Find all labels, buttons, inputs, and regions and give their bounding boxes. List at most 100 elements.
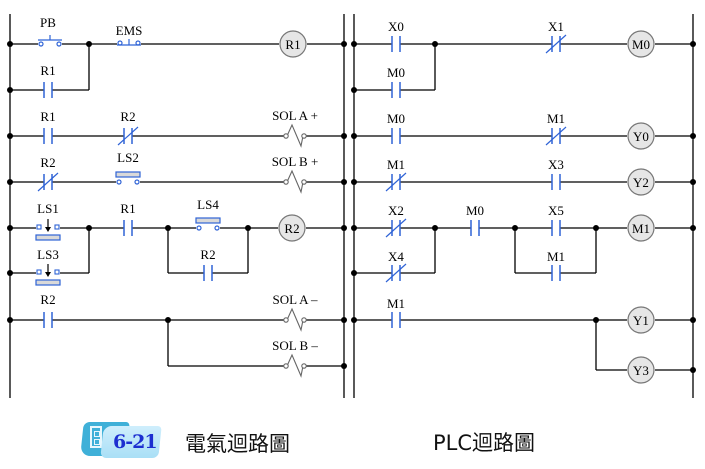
y2-coil <box>627 168 655 196</box>
junction-dot <box>351 317 357 323</box>
wire-gap <box>392 88 400 92</box>
junction-dot <box>690 317 696 323</box>
ls3-label: LS3 <box>37 247 59 262</box>
wire-gap <box>285 180 305 184</box>
terminal <box>301 317 307 323</box>
wire-gap <box>392 42 400 46</box>
junction-dot <box>7 270 13 276</box>
x3-label: X3 <box>548 157 564 172</box>
terminal <box>134 179 140 185</box>
terminal <box>214 225 220 231</box>
junction-dot <box>341 363 347 369</box>
junction-dot <box>351 270 357 276</box>
junction-dot <box>341 41 347 47</box>
r1-seal-label: R1 <box>40 63 55 78</box>
r2-seal-contact <box>203 265 213 281</box>
junction-dot <box>690 367 696 373</box>
m1-label: M1 <box>387 296 405 311</box>
r2-nc-contact <box>37 172 59 192</box>
wire-gap <box>471 226 479 230</box>
arrow-head <box>45 272 51 277</box>
junction-dot <box>341 317 347 323</box>
terminal <box>36 224 42 230</box>
r2-nc-label: R2 <box>40 155 55 170</box>
solenoid-zigzag <box>286 169 304 194</box>
junction-dot <box>351 41 357 47</box>
m1-seal-contact <box>551 265 561 281</box>
m0-contact <box>391 128 401 144</box>
y2-coil-label: Y2 <box>633 175 649 190</box>
electrical-caption: 電氣迴路圖 <box>185 432 290 456</box>
y3-coil <box>627 356 655 384</box>
x4-nc-contact <box>385 263 407 283</box>
y1-coil-label: Y1 <box>633 313 649 328</box>
actuator-block <box>115 171 141 178</box>
y0-coil <box>627 122 655 150</box>
contact-slash <box>385 263 407 283</box>
m1-nc-label: M1 <box>387 157 405 172</box>
contact-slash <box>37 172 59 192</box>
r1-seal-contact <box>43 82 53 98</box>
sol-a-plus-label: SOL A + <box>272 108 318 123</box>
r2-nc-contact <box>117 126 139 146</box>
m1-nc-contact <box>545 126 567 146</box>
junction-dot <box>341 179 347 185</box>
junction-dot <box>341 225 347 231</box>
junction-dot <box>690 179 696 185</box>
x1-label: X1 <box>548 19 564 34</box>
pb-label: PB <box>40 15 56 30</box>
ls1-limit-switch <box>35 219 61 241</box>
terminal <box>283 179 289 185</box>
y3-coil-label: Y3 <box>633 363 649 378</box>
ls4-label: LS4 <box>197 197 219 212</box>
wire-gap <box>38 42 62 46</box>
ls2-label: LS2 <box>117 150 139 165</box>
contact-slash <box>117 126 139 146</box>
junction-dot <box>7 41 13 47</box>
m0-label: M0 <box>387 111 405 126</box>
sol-b-plus <box>283 169 307 194</box>
x2-label: X2 <box>388 203 404 218</box>
wire-gap <box>552 271 560 275</box>
r1-label: R1 <box>40 109 55 124</box>
m1-contact <box>391 312 401 328</box>
r1-contact <box>43 128 53 144</box>
wire-gap <box>392 134 400 138</box>
actuator-block <box>35 279 61 286</box>
junction-dot <box>351 225 357 231</box>
terminal <box>54 224 60 230</box>
x3-contact <box>551 174 561 190</box>
x0-contact <box>391 36 401 52</box>
m1-nc-label: M1 <box>547 111 565 126</box>
terminal <box>36 269 42 275</box>
sol-b-minus-label: SOL B – <box>272 338 318 353</box>
junction-dot <box>7 87 13 93</box>
ls3-limit-switch <box>35 264 61 286</box>
junction-dot <box>351 179 357 185</box>
wire-gap <box>285 364 305 368</box>
junction-dot <box>7 133 13 139</box>
junction-dot <box>7 225 13 231</box>
sol-a-minus-label: SOL A – <box>272 292 318 307</box>
terminal <box>301 179 307 185</box>
wire-gap <box>44 318 52 322</box>
junction-dot <box>7 317 13 323</box>
actuator-block <box>35 234 61 241</box>
sol-a-minus <box>283 307 307 332</box>
junction-dot <box>690 225 696 231</box>
pb-pushbutton <box>38 35 62 47</box>
figure-number: 6-21 <box>113 431 158 453</box>
solenoid-zigzag <box>286 353 304 378</box>
r2-coil <box>278 214 306 242</box>
terminal <box>54 269 60 275</box>
m0-contact <box>470 220 480 236</box>
terminal <box>116 179 122 185</box>
r2-nc-label: R2 <box>120 109 135 124</box>
terminal <box>283 363 289 369</box>
m1-nc-contact <box>385 172 407 192</box>
r2-seal-label: R2 <box>200 247 215 262</box>
contact-slash <box>385 218 407 238</box>
m1-coil <box>627 214 655 242</box>
wire-gap <box>44 134 52 138</box>
